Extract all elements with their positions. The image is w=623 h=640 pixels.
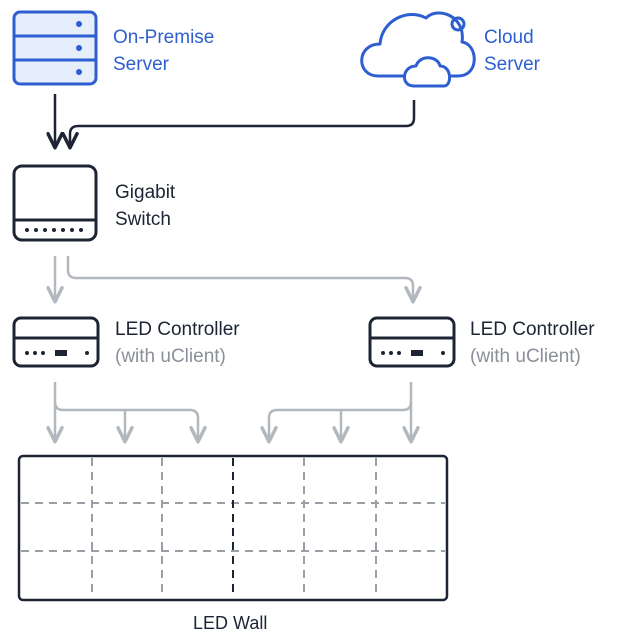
- controller-to-wall-connectors: [46, 382, 420, 444]
- led-controller-right-title: LED Controller: [470, 319, 595, 340]
- switch-to-controller-connectors: [46, 256, 422, 304]
- led-wall: [17, 454, 449, 602]
- gigabit-switch-line2: Switch: [115, 209, 171, 230]
- cloud-server-line1: Cloud: [484, 27, 534, 48]
- server-icon: [12, 10, 98, 86]
- led-controller-right-label: LED Controller (with uClient): [470, 316, 595, 370]
- led-controller-left-subtitle: (with uClient): [115, 346, 226, 367]
- cloud-server-line2: Server: [484, 54, 540, 75]
- controller-icon: [368, 316, 456, 368]
- gigabit-switch-line1: Gigabit: [115, 182, 176, 203]
- led-controller-right-subtitle: (with uClient): [470, 346, 581, 367]
- on-premise-server-line1: On-Premise: [113, 27, 215, 48]
- uplink-connectors: [46, 94, 416, 150]
- on-premise-server-label: On-Premise Server: [113, 24, 214, 78]
- led-controller-left-label: LED Controller (with uClient): [115, 316, 240, 370]
- gigabit-switch-label: Gigabit Switch: [115, 179, 175, 233]
- on-premise-server-line2: Server: [113, 54, 169, 75]
- switch-icon: [12, 164, 98, 242]
- controller-icon: [12, 316, 100, 368]
- led-controller-left-title: LED Controller: [115, 319, 240, 340]
- cloud-icon: [360, 11, 476, 88]
- led-wall-text: LED Wall: [193, 613, 268, 633]
- cloud-server-label: Cloud Server: [484, 24, 540, 78]
- led-wall-label: LED Wall: [193, 610, 267, 637]
